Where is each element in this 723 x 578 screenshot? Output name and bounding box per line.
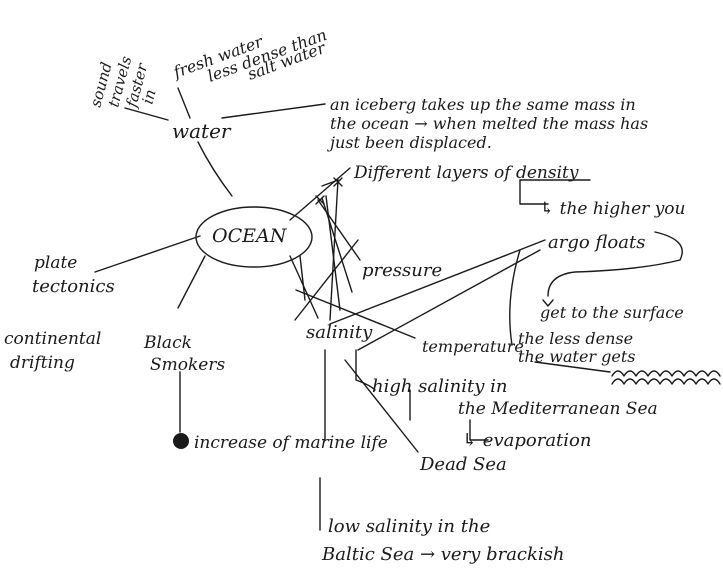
low-salinity-line-1: low salinity in the <box>328 516 490 537</box>
dead-sea-label: Dead Sea <box>419 454 507 475</box>
iceberg-line-3: just been displaced. <box>327 133 492 152</box>
sound-line-4: in <box>138 87 159 106</box>
low-salinity-line-2: Baltic Sea → very brackish <box>321 544 565 565</box>
smokers-label: Smokers <box>150 355 225 375</box>
less-dense-line-2: the water gets <box>518 347 636 366</box>
less-dense-line-1: the less dense <box>518 329 633 348</box>
black-label: Black <box>143 333 192 353</box>
high-salinity-line-1: high salinity in <box>372 376 508 397</box>
iceberg-line-1: an iceberg takes up the same mass in <box>330 95 636 114</box>
scribble-out <box>611 370 721 385</box>
tectonics-label: tectonics <box>32 276 115 297</box>
temperature-label: temperature <box>422 337 524 356</box>
drifting-label: drifting <box>10 353 75 373</box>
continental-label: continental <box>4 329 101 349</box>
density-label: Different layers of density <box>353 163 579 183</box>
evaporation-label: ↳ evaporation <box>462 430 591 451</box>
scribble-dot <box>173 433 189 449</box>
plate-label: plate <box>34 253 77 273</box>
marine-life-label: increase of marine life <box>194 433 388 453</box>
water-label: water <box>172 119 232 143</box>
high-salinity-line-2: the Mediterranean Sea <box>458 399 658 419</box>
connector-lines <box>94 87 683 531</box>
surface-label: get to the surface <box>540 303 684 322</box>
pressure-label: pressure <box>362 260 442 281</box>
argo-floats-label: argo floats <box>548 232 645 253</box>
salinity-label: salinity <box>306 322 373 343</box>
center-label: OCEAN <box>212 225 288 247</box>
higher-you-label: ↳ the higher you <box>540 199 686 219</box>
iceberg-line-2: the ocean → when melted the mass has <box>330 114 648 133</box>
ocean-ellipse <box>195 206 313 268</box>
